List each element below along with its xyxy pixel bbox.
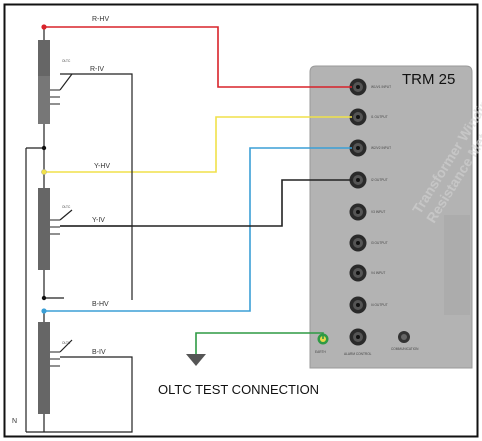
port-4[interactable]: I2 OUTPUT: [349, 171, 388, 189]
port-1[interactable]: W1/V1 INPUT: [349, 78, 392, 96]
port-6[interactable]: I3 OUTPUT: [349, 234, 388, 252]
connection-wires: [44, 26, 352, 354]
port-2-label: I1 OUTPUT: [371, 115, 388, 119]
port-3[interactable]: W2/V2 INPUT: [349, 139, 392, 157]
port-1-label: W1/V1 INPUT: [371, 85, 391, 89]
port-3-label: W2/V2 INPUT: [371, 146, 391, 150]
diagram-caption: OLTC TEST CONNECTION: [158, 382, 319, 397]
wire-blue-b-hv: [44, 147, 352, 312]
coil-b-phase: [38, 322, 73, 414]
port-4-label: I2 OUTPUT: [371, 178, 388, 182]
coil-y-phase: [38, 188, 73, 270]
wire-green-ground: [195, 332, 324, 354]
port-5-label: V3 INPUT: [371, 210, 385, 214]
alarm-control-label: ALARM CONTROL: [344, 352, 372, 356]
port-5[interactable]: V3 INPUT: [349, 203, 386, 221]
label-y-iv: Y-IV: [92, 217, 105, 224]
device-model-title: TRM 25: [402, 71, 455, 88]
ground-symbol: [186, 354, 206, 366]
port-8[interactable]: I4 OUTPUT: [349, 296, 388, 314]
wire-red-r-hv: [44, 26, 352, 88]
coil-r-phase: [38, 40, 73, 124]
port-8-label: I4 OUTPUT: [371, 303, 388, 307]
trm25-device: Transformer Winding Resistance Meter TRM…: [309, 65, 482, 369]
port-6-label: I3 OUTPUT: [371, 241, 388, 245]
device-panel: [309, 65, 473, 369]
earth-label: EARTH: [315, 350, 326, 354]
device-side-inset: [444, 215, 470, 315]
port-7[interactable]: V4 INPUT: [349, 264, 386, 282]
wire-yellow-y-hv: [44, 116, 352, 173]
label-oltc-r: OLTC: [62, 59, 71, 63]
diagram-border: [3, 3, 479, 438]
label-b-hv: B-HV: [92, 301, 109, 308]
label-b-iv: B-IV: [92, 349, 106, 356]
label-r-hv: R-HV: [92, 16, 109, 23]
communication-port[interactable]: COMMUNICATION: [391, 331, 419, 351]
label-r-iv: R-IV: [90, 66, 104, 73]
port-7-label: V4 INPUT: [371, 271, 385, 275]
communication-label: COMMUNICATION: [391, 347, 419, 351]
label-y-hv: Y-HV: [94, 163, 110, 170]
junction-dots: [41, 24, 47, 314]
port-9[interactable]: [349, 328, 367, 346]
label-oltc-b: OLTC: [62, 341, 71, 345]
label-oltc-y: OLTC: [62, 205, 71, 209]
port-2[interactable]: I1 OUTPUT: [349, 108, 388, 126]
wire-black-y-iv: [60, 179, 352, 227]
label-neutral: N: [12, 418, 17, 425]
